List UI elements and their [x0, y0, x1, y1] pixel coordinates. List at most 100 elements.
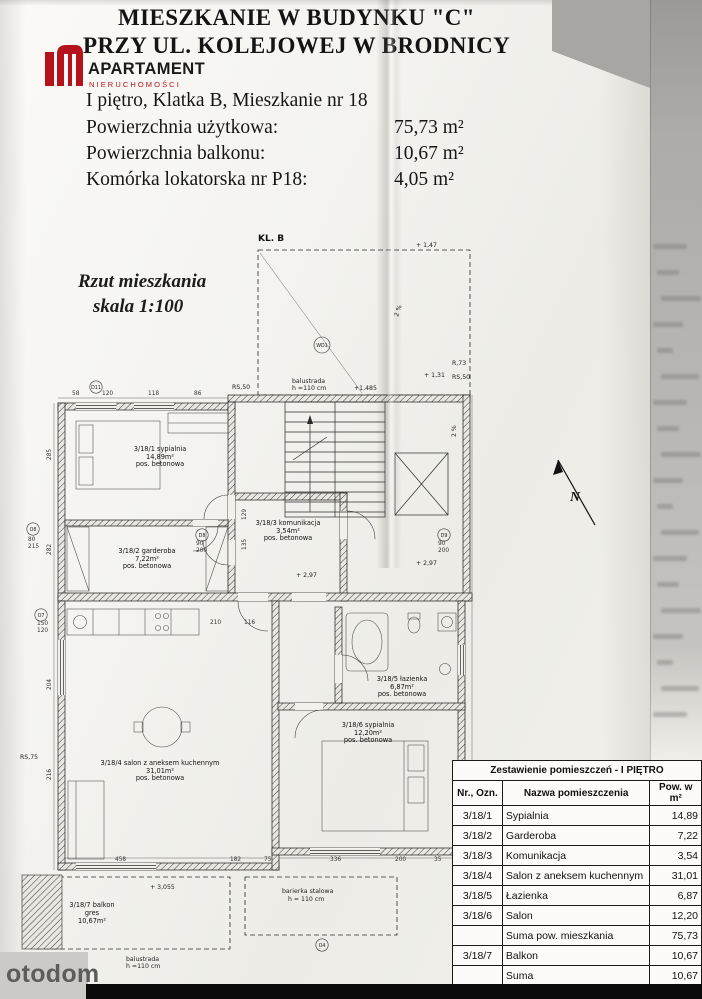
drainpipe-annotation: RS,75 — [20, 754, 38, 761]
info-row-balcony-area: Powierzchnia balkonu: 10,67 m² — [86, 143, 516, 165]
svg-text:3/18/3 komunikacja: 3/18/3 komunikacja — [256, 519, 321, 527]
info-label: Powierzchnia użytkowa: — [86, 117, 279, 138]
agency-logo: APARTAMENT NIERUCHOMOŚCI — [42, 42, 222, 94]
dimension-label: 285 — [47, 449, 53, 460]
reference-circle — [195, 528, 209, 542]
reference-label: D11 — [91, 385, 101, 391]
elevator-shaft — [394, 452, 449, 516]
svg-text:pos. betonowa: pos. betonowa — [344, 736, 392, 744]
bleedthrough-text-line — [657, 270, 679, 275]
dimension-label: 80 — [28, 537, 36, 543]
balustrade-annotation: h =110 cm — [126, 963, 160, 970]
svg-text:pos. betonowa: pos. betonowa — [136, 774, 184, 782]
walls-layer — [57, 394, 473, 871]
cell-area: 10,67 — [649, 945, 702, 966]
dimension-label: 216 — [47, 769, 53, 780]
cell-id: 3/18/2 — [452, 825, 503, 846]
cell-name: Sypialnia — [501, 805, 651, 826]
reference-circle — [315, 938, 329, 952]
room-label-lazienka: 3/18/5 łazienka 6,87m² pos. betonowa — [377, 675, 428, 698]
dimension-lines — [53, 395, 473, 870]
svg-text:pos. betonowa: pos. betonowa — [264, 534, 312, 542]
dimension-label: 458 — [115, 857, 126, 863]
drainpipe-annotation: RS,50 — [232, 384, 250, 391]
slope-annotation: 2 % — [451, 425, 458, 437]
cell-id: 3/18/1 — [452, 805, 503, 826]
bottom-scan-strip — [0, 952, 88, 999]
balustrade-annotation: balustrada — [292, 378, 325, 385]
svg-text:10,67m²: 10,67m² — [78, 917, 106, 925]
dimension-label: 204 — [47, 679, 53, 690]
cell-name: Balkon — [501, 945, 651, 966]
dimension-label: 150 — [37, 621, 48, 627]
level-annotation: +1,485 — [354, 385, 377, 392]
cell-area: 7,22 — [649, 825, 702, 846]
bleedthrough-text-line — [661, 452, 701, 457]
dimension-label: 200 — [438, 548, 449, 554]
dimension-label: 200 — [395, 857, 406, 863]
cell-id — [452, 925, 503, 946]
bleedthrough-text-line — [653, 478, 683, 483]
drain-marker: WD1 — [316, 343, 328, 349]
agency-logo-name: APARTAMENT — [88, 60, 206, 78]
dimension-label: 90 — [438, 541, 446, 547]
bleedthrough-text-line — [661, 374, 699, 379]
dimension-label: 182 — [230, 857, 241, 863]
dimension-label: 118 — [148, 391, 159, 397]
column-header-id: Nr., Ozn. — [452, 780, 503, 806]
info-label: Powierzchnia balkonu: — [86, 143, 266, 164]
dimension-label: 75 — [264, 857, 272, 863]
svg-text:31,01m²: 31,01m² — [146, 767, 174, 775]
cell-name: Garderoba — [501, 825, 651, 846]
cell-id: 3/18/5 — [452, 885, 503, 906]
room-label-garderoba: 3/18/2 garderoba 7,22m² pos. betonowa — [118, 547, 175, 570]
level-annotation: + 1,47 — [416, 242, 437, 249]
dimension-label: 215 — [28, 544, 39, 550]
annotations-layer: KL. B WD1 + 1,47 + 1,31 +1,485 + 2,97 + … — [20, 234, 470, 970]
cell-name: Komunikacja — [501, 845, 651, 866]
document-title-line1: MIESZKANIE W BUDYNKU "C" — [118, 5, 475, 30]
svg-text:6,87m²: 6,87m² — [390, 683, 414, 691]
reference-label: O4 — [319, 943, 326, 949]
bleedthrough-text-line — [661, 608, 701, 613]
floor-plan: N 3/18/1 sypialnia 14,89m² pos. betonowa… — [20, 234, 596, 970]
svg-text:3/18/5 łazienka: 3/18/5 łazienka — [377, 675, 428, 683]
room-label-balkon: 3/18/7 balkon gres 10,67m² — [69, 901, 114, 925]
cell-name: Salon z aneksem kuchennym — [501, 865, 651, 886]
drainpipe-annotation: R,73 — [452, 360, 466, 367]
dimension-label: 210 — [210, 620, 221, 626]
dimension-label: 120 — [102, 391, 113, 397]
bleedthrough-text-line — [661, 530, 699, 535]
north-arrow: N — [553, 459, 596, 526]
table-title: Zestawienie pomieszczeń - I PIĘTRO — [452, 760, 702, 781]
dimension-label: 129 — [242, 509, 248, 520]
cell-id: 3/18/7 — [452, 945, 503, 966]
dimension-label: 90 — [196, 541, 204, 547]
bleedthrough-text-line — [653, 400, 687, 405]
cell-area: 10,67 — [649, 965, 702, 986]
railing-annotation: barierka stalowa — [282, 888, 334, 895]
terrace-outline — [257, 249, 471, 396]
svg-text:3/18/4 salon z aneksem kuchenn: 3/18/4 salon z aneksem kuchennym — [101, 759, 220, 767]
cell-area: 14,89 — [649, 805, 702, 826]
svg-text:3,54m²: 3,54m² — [276, 527, 300, 535]
apartment-location: I piętro, Klatka B, Mieszkanie nr 18 — [86, 90, 368, 111]
cell-name: Łazienka — [501, 885, 651, 906]
dimension-label: 35 — [434, 857, 442, 863]
svg-text:12,20m²: 12,20m² — [354, 729, 382, 737]
dimension-label: 336 — [330, 857, 341, 863]
cell-id: 3/18/3 — [452, 845, 503, 866]
staircase — [284, 401, 386, 518]
railing-annotation: h = 110 cm — [288, 896, 324, 903]
document-title-line2: PRZY UL. KOLEJOWEJ W BRODNICY — [83, 33, 511, 58]
reference-circle — [89, 380, 103, 394]
bleedthrough-text-line — [657, 348, 673, 353]
table-header-row: Nr., Ozn. Nazwa pomieszczenia Pow. w m² — [452, 780, 702, 806]
bleedthrough-text-line — [653, 322, 683, 327]
